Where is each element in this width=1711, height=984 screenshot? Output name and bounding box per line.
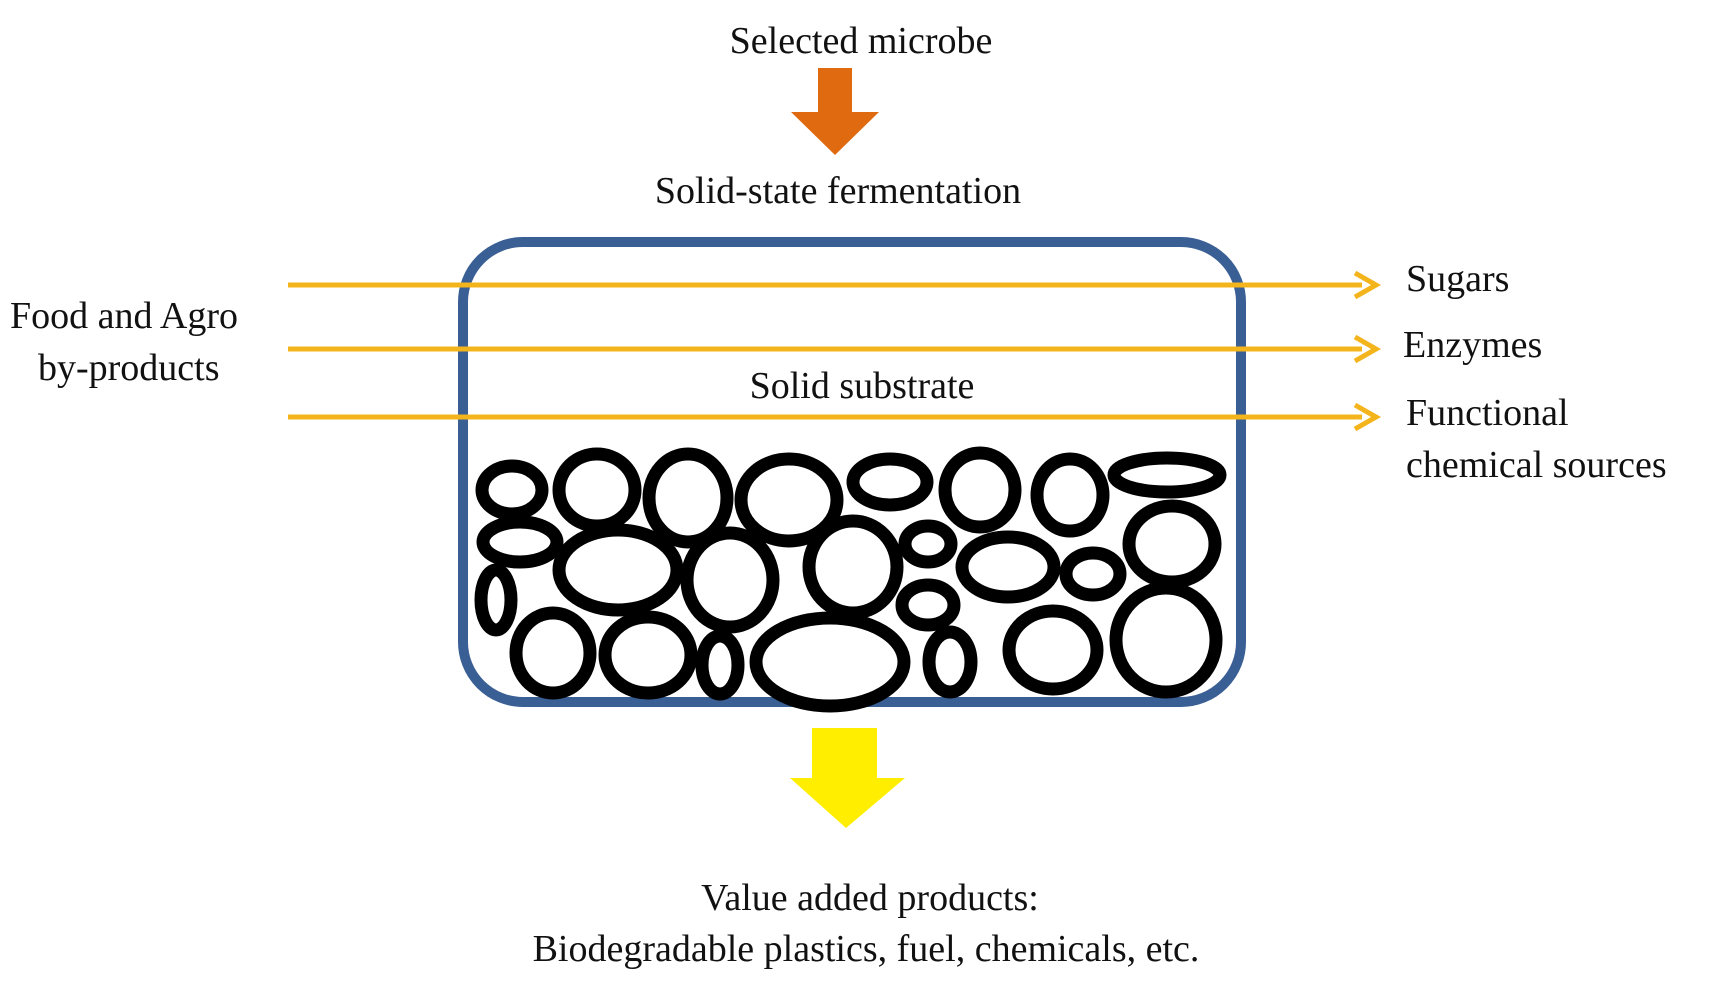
particle: [734, 452, 844, 548]
output-label-sugars: Sugars: [1406, 258, 1510, 300]
particle: [1059, 546, 1127, 602]
particle: [476, 515, 564, 569]
particle: [695, 629, 745, 701]
particle: [1122, 499, 1222, 589]
particle: [955, 530, 1061, 604]
output-label-functional: Functional: [1406, 392, 1569, 434]
particle: [938, 446, 1022, 534]
particle: [552, 523, 684, 617]
particle: [749, 611, 911, 713]
microbe-label: Selected microbe: [729, 20, 993, 62]
particle: [1030, 452, 1110, 538]
particle: [509, 606, 597, 700]
flow-arrowhead-enzymes: [1353, 334, 1382, 364]
flow-arrowhead-sugars: [1353, 270, 1382, 300]
particle: [846, 452, 934, 512]
process-label: Solid-state fermentation: [654, 170, 1022, 212]
particle: [475, 459, 549, 521]
microbe-arrow: [791, 68, 879, 155]
product-arrow: [790, 728, 905, 828]
particle: [898, 519, 958, 569]
input-label-line1: Food and Agro: [10, 295, 238, 337]
particle: [1109, 581, 1223, 699]
output-label-enzymes: Enzymes: [1403, 324, 1543, 366]
particle: [1107, 451, 1227, 499]
particle: [802, 514, 904, 620]
particle: [922, 625, 978, 699]
output-label-chemical-sources: chemical sources: [1406, 444, 1667, 486]
substrate-particles: [474, 446, 1227, 713]
particle: [680, 526, 780, 634]
products-label-line1: Value added products:: [701, 877, 1039, 919]
substrate-label: Solid substrate: [749, 365, 975, 407]
flow-arrows: [288, 270, 1382, 432]
particle: [552, 447, 642, 533]
products-label-line2: Biodegradable plastics, fuel, chemicals,…: [532, 928, 1200, 970]
particle: [598, 610, 698, 700]
flow-arrowhead-functional: [1353, 402, 1382, 432]
particle: [1002, 604, 1104, 696]
particle: [895, 578, 961, 632]
input-label-line2: by-products: [38, 347, 220, 389]
particle: [474, 563, 518, 637]
particle: [642, 447, 734, 549]
